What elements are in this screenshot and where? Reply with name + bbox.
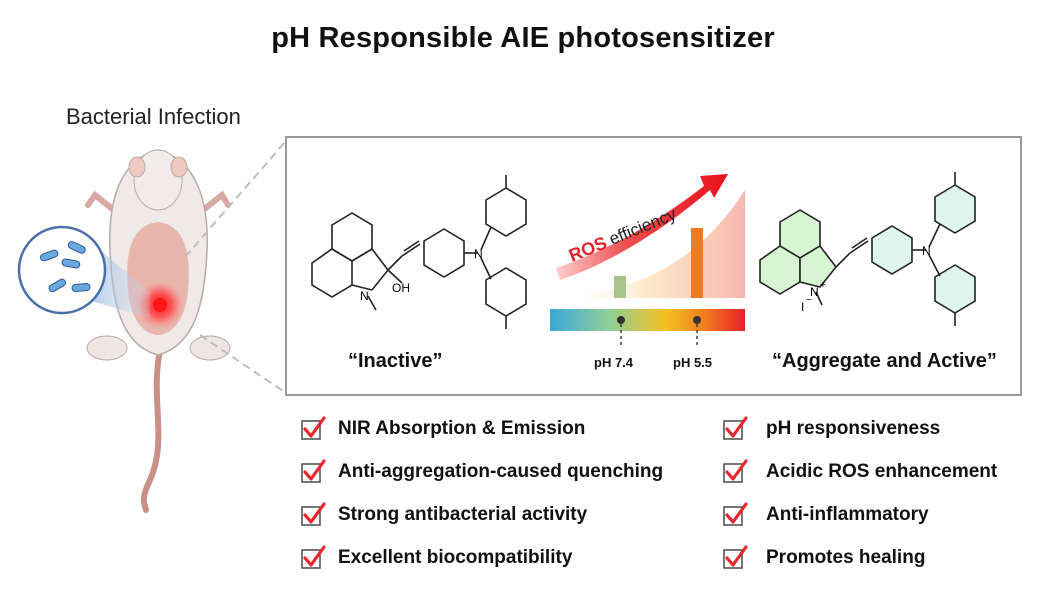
feature-item: Excellent biocompatibility <box>338 547 573 568</box>
active-charge-plus: + <box>820 280 826 291</box>
feature-item: Promotes healing <box>766 547 926 568</box>
active-amine-n: N <box>922 244 931 258</box>
inactive-molecule <box>311 175 527 329</box>
checkbox-icon <box>301 545 326 569</box>
ph-marker-low <box>617 316 625 324</box>
active-iodide: I <box>801 300 804 314</box>
feature-item: NIR Absorption & Emission <box>338 418 586 439</box>
bacteria-circle <box>17 225 107 315</box>
infection-core <box>153 298 167 312</box>
feature-item: pH responsiveness <box>766 418 941 439</box>
bacteria-cells <box>40 241 91 293</box>
ros-chart <box>550 174 745 347</box>
mouse-hind-left <box>86 335 128 361</box>
mouse-illustration <box>85 149 231 513</box>
ph-low-label: pH 7.4 <box>594 355 634 370</box>
active-label: “Aggregate and Active” <box>772 350 997 372</box>
active-n-atom: N <box>810 285 819 299</box>
page-title: pH Responsible AIE photosensitizer <box>271 22 775 54</box>
connector-bottom <box>199 334 287 394</box>
bacteria-magnifier <box>17 225 150 318</box>
mouse-ear-left <box>128 156 146 178</box>
ph-high-label: pH 5.5 <box>673 355 713 370</box>
inactive-oh-group: OH <box>392 281 410 295</box>
inactive-n-atom: N <box>360 289 369 303</box>
feature-item: Anti-aggregation-caused quenching <box>338 461 664 482</box>
checkbox-icon <box>301 416 326 440</box>
ros-bar-low <box>614 276 626 298</box>
inactive-label: “Inactive” <box>348 350 443 372</box>
ros-arrow <box>556 174 728 280</box>
active-charge-minus: − <box>806 295 812 306</box>
ros-bar-high <box>691 228 703 298</box>
mouse-hind-right <box>189 335 231 361</box>
feature-item: Anti-inflammatory <box>766 504 929 525</box>
mouse-tail <box>140 347 163 513</box>
active-molecule <box>759 172 976 326</box>
ph-marker-high <box>693 316 701 324</box>
inactive-amine-n: N <box>474 247 483 261</box>
checkbox-icon <box>301 459 326 483</box>
checkbox-icon <box>723 545 748 569</box>
infection-label: Bacterial Infection <box>66 104 241 129</box>
checkbox-icon <box>723 416 748 440</box>
mouse-head <box>133 149 183 211</box>
mouse-ear-right <box>170 156 188 178</box>
checkbox-icon <box>301 502 326 526</box>
ph-scale-bar <box>550 309 745 331</box>
feature-item: Acidic ROS enhancement <box>766 461 998 482</box>
mouse-forelimb-right <box>194 190 231 218</box>
checkbox-icon <box>723 502 748 526</box>
checkbox-icon <box>723 459 748 483</box>
feature-item: Strong antibacterial activity <box>338 504 588 525</box>
